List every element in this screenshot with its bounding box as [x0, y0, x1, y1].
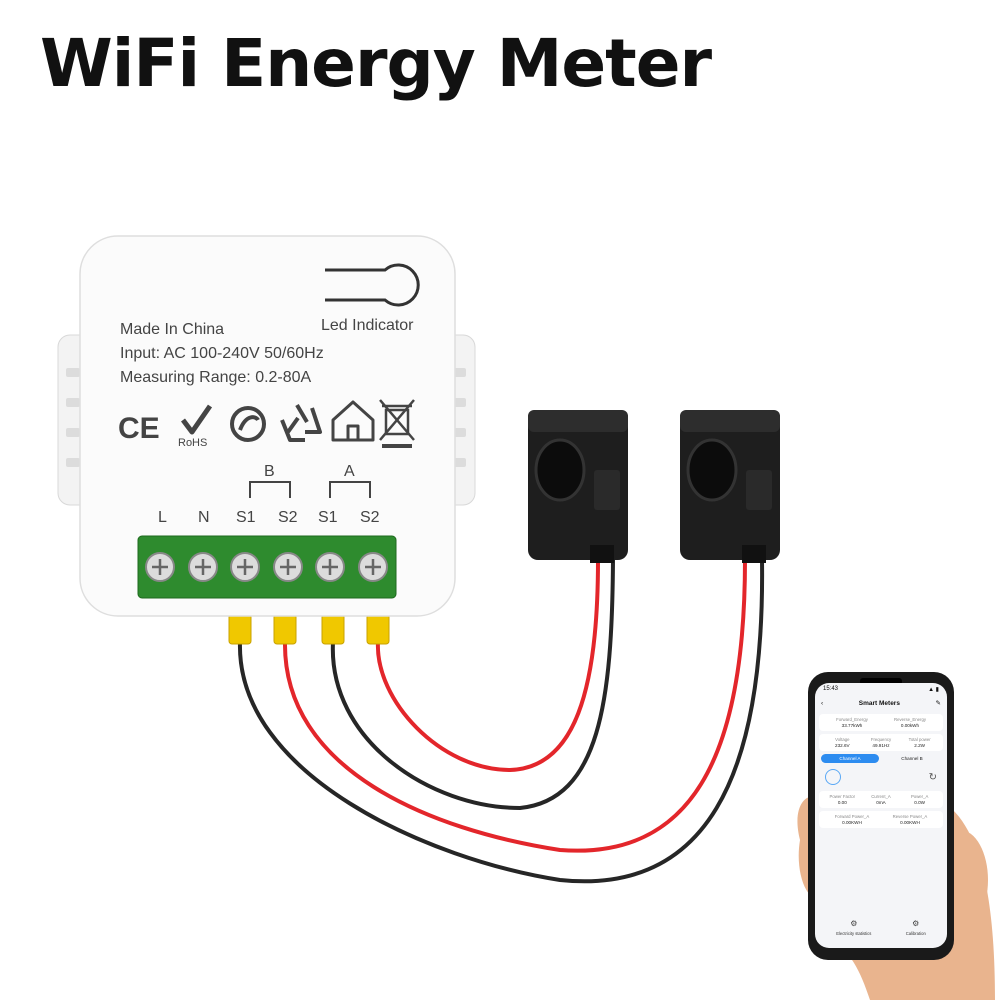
- total-power-value: 2.2W: [914, 743, 926, 748]
- device-housing: [79, 235, 456, 617]
- voltage-label: Voltage: [835, 737, 850, 742]
- channel-a-bracket: [329, 481, 371, 498]
- calibration-button[interactable]: ⚙ Calibration: [905, 919, 926, 937]
- terminal-label-b-s1: S1: [236, 509, 256, 526]
- rohs-check-icon: [181, 404, 213, 435]
- status-bar: 15:43 ▲ ▮: [815, 683, 947, 695]
- electricity-statistics-label: Electricity statistics: [836, 931, 872, 936]
- reverse-energy-label: Reverse_Energy: [893, 717, 926, 722]
- meter-device: Led Indicator Made In China Input: AC 10…: [57, 235, 476, 617]
- status-time: 15:43: [823, 686, 839, 692]
- channel-energy-card: Forward Power_A Reverse Power_A 0.00KWH …: [819, 811, 943, 828]
- loading-ring-icon: [825, 769, 841, 785]
- ferrule-2: [273, 613, 297, 645]
- spec-line-origin: Made In China: [120, 321, 224, 338]
- tab-channel-a[interactable]: Channel A: [821, 754, 879, 763]
- rohs-label: RoHS: [178, 437, 207, 449]
- channel-metrics-card: Power Factor Current_A Power_A 0.00 0mA …: [819, 791, 943, 808]
- app-title: Smart Meters: [858, 699, 900, 707]
- terminal-label-b-s2: S2: [278, 509, 298, 526]
- power-factor-label: Power Factor: [829, 794, 856, 799]
- channel-b-bracket: [249, 481, 291, 498]
- channel-b-label: B: [264, 463, 275, 480]
- forward-energy-value: 33.77kWh: [841, 723, 863, 728]
- black-wire-1: [237, 558, 765, 884]
- status-icons: ▲ ▮: [928, 687, 939, 693]
- tab-channel-b[interactable]: Channel B: [901, 756, 923, 761]
- terminal-label-n: N: [198, 509, 210, 526]
- ct-clamp-b: [528, 410, 628, 563]
- reverse-power-a-label: Reverse Power_A: [892, 814, 928, 819]
- red-wire-1: [282, 558, 747, 853]
- back-icon[interactable]: ‹: [821, 699, 824, 707]
- headline: WiFi Energy Meter: [40, 25, 712, 102]
- app-header: ‹ Smart Meters ✎: [815, 695, 947, 711]
- forward-power-a-label: Forward Power_A: [834, 814, 870, 819]
- ferrule-4: [366, 613, 390, 645]
- current-a-label: Current_A: [871, 794, 891, 799]
- electricity-statistics-button[interactable]: ⚙ Electricity statistics: [836, 919, 872, 937]
- spec-line-input: Input: AC 100-240V 50/60Hz: [120, 345, 324, 362]
- power-a-value: 0.0W: [914, 800, 926, 805]
- ferrule-1: [228, 613, 252, 645]
- total-power-label: Total power: [908, 737, 931, 742]
- spec-line-range: Measuring Range: 0.2-80A: [120, 369, 312, 386]
- current-a-value: 0mA: [876, 800, 886, 805]
- reverse-energy-value: 0.00kWh: [900, 723, 920, 728]
- edit-icon[interactable]: ✎: [935, 700, 941, 707]
- recycle-icon: [280, 403, 322, 442]
- energy-card: Forward_Energy Reverse_Energy 33.77kWh 0…: [819, 714, 943, 731]
- ferrule-3: [321, 613, 345, 645]
- terminal-screws: [145, 552, 388, 582]
- terminal-label-a-s2: S2: [360, 509, 380, 526]
- led-indicator-label: Led Indicator: [321, 317, 414, 334]
- wire-ferrules: [228, 613, 390, 645]
- weee-bin-icon: [379, 399, 415, 448]
- voltage-value: 232.6V: [835, 743, 850, 748]
- led-indicator-icon: [325, 263, 420, 307]
- channel-status-row: ↻: [825, 766, 937, 788]
- gear-icon: ⚙: [912, 919, 920, 928]
- channel-a-label: A: [344, 463, 355, 480]
- ce-mark-icon: CE: [118, 412, 160, 445]
- black-wire-2: [330, 558, 615, 811]
- channel-tabs: Channel A Channel B: [821, 754, 941, 763]
- readings-card: Voltage Frequency Total power 232.6V 49.…: [819, 734, 943, 751]
- power-a-label: Power_A: [910, 794, 929, 799]
- ct-clamp-a: [680, 410, 780, 563]
- wires: [237, 558, 765, 884]
- home-icon: [331, 400, 375, 442]
- terminal-label-l: L: [158, 509, 167, 526]
- reverse-power-a-value: 0.00KWH: [900, 820, 920, 825]
- frequency-value: 49.91Hz: [872, 743, 890, 748]
- statistics-icon: ⚙: [850, 919, 858, 928]
- forward-energy-label: Forward_Energy: [836, 717, 868, 722]
- red-wire-2: [375, 558, 600, 773]
- terminal-block: [137, 535, 397, 599]
- bottom-actions: ⚙ Electricity statistics ⚙ Calibration: [819, 919, 943, 937]
- calibration-label: Calibration: [905, 931, 926, 936]
- power-factor-value: 0.00: [837, 800, 847, 805]
- refresh-icon[interactable]: ↻: [928, 771, 937, 783]
- frequency-label: Frequency: [870, 737, 892, 742]
- forward-power-a-value: 0.00KWH: [842, 820, 862, 825]
- terminal-label-a-s1: S1: [318, 509, 338, 526]
- phone-screen: 15:43 ▲ ▮ ‹ Smart Meters ✎ Forward_Energ…: [815, 683, 947, 948]
- green-dot-icon: [230, 406, 266, 442]
